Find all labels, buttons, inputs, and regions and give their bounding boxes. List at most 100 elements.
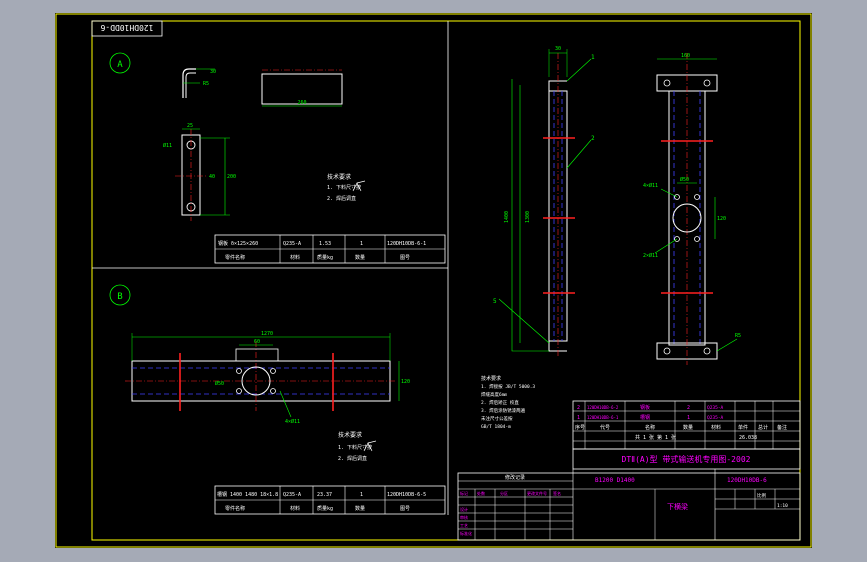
- tb-bom-cell: 2: [577, 405, 580, 411]
- part-b-view: B 1270 60 120 4×Ø11 Ø50 技术要求 1. 下料尺寸按 2.…: [109, 284, 446, 515]
- tb-bom-cell: 1: [577, 415, 580, 421]
- asm-note: 1. 焊接按 JB/T 5000.3: [481, 383, 535, 390]
- tb-bom-header: 序号: [575, 424, 585, 431]
- tb-sign: 签名: [553, 490, 561, 496]
- tb-bom-header: 名称: [645, 424, 655, 431]
- cad-drawing-canvas: 120DH10DD-6 A R5 30 260 200 25 Ø11 40: [55, 13, 812, 548]
- part-a-label: A: [117, 60, 123, 70]
- tb-part-name: 下横梁: [667, 502, 688, 511]
- tb-role: 标准化: [460, 530, 472, 536]
- part-b-bom-cell: 120DH10DB-6-5: [387, 492, 426, 498]
- tb-bom-cell: 钢板: [640, 404, 650, 411]
- part-b-bom-cell: 数量: [355, 505, 365, 512]
- asm-dim-botr: R5: [735, 333, 741, 339]
- tb-bom-header: 数量: [683, 424, 693, 431]
- tb-scale: 1:10: [777, 503, 788, 509]
- asm-dim-center: Ø50: [680, 176, 689, 183]
- part-a-dim-w1: 25: [187, 123, 193, 129]
- part-a-dim-plate: 260: [297, 100, 306, 106]
- part-a-bom-cell: 数量: [355, 254, 365, 261]
- asm-dim-topw: 160: [681, 53, 690, 59]
- tb-title: DTⅡ(A)型 带式输送机专用图-2002: [622, 454, 751, 464]
- part-b-bom-cell: 质量kg: [317, 505, 333, 512]
- part-a-view: A R5 30 260 200 25 Ø11 40 技术要求 1. 下料尺寸按 …: [109, 52, 446, 264]
- asm-dim-right: 120: [717, 216, 726, 222]
- part-a-tech-title: 技术要求: [327, 173, 351, 181]
- part-b-tech-2: 2. 焊后调直: [338, 455, 367, 462]
- code-box: [91, 20, 163, 37]
- part-a-dim-small: 30: [210, 69, 216, 75]
- part-b-bom-cell: Q235-A: [283, 492, 301, 498]
- asm-callout-2: 2: [591, 135, 595, 142]
- part-b-dim-h: 120: [401, 379, 410, 385]
- part-a-bom-cell: 材料: [290, 254, 300, 261]
- part-a-bom: 钢板 δ×125×260 Q235-A 1.53 1 120DH10DB-6-1…: [214, 234, 446, 264]
- tb-bom-cell: 120DH10DB-6-1: [587, 415, 619, 420]
- tb-drawing-no: 120DH10DB-6: [727, 477, 767, 484]
- part-a-dim-hole: Ø11: [163, 142, 172, 149]
- part-b-dim-hole: 4×Ø11: [285, 418, 300, 425]
- tb-bom-header: 单件: [738, 424, 748, 431]
- asm-note: 技术要求: [481, 375, 501, 382]
- asm-note: GB/T 1804-m: [481, 424, 511, 430]
- tb-bom-cell: 1: [687, 415, 690, 421]
- tb-bom-header: 备注: [777, 424, 787, 431]
- part-a-bom-cell: 120DH10DB-6-1: [387, 241, 426, 247]
- part-b-tech-1: 1. 下料尺寸按: [338, 444, 372, 451]
- part-b-bom: 槽钢 1400 1480 18×1.8 Q235-A 23.37 1 120DH…: [214, 485, 446, 515]
- tb-bom-cell: Q235-A: [707, 405, 724, 411]
- part-a-dim-r: R5: [203, 81, 209, 87]
- tb-sheet: 共 1 张 第 1 张: [635, 434, 676, 441]
- part-a-bom-cell: 质量kg: [317, 254, 333, 261]
- part-a-tech-2: 2. 焊后调直: [327, 195, 356, 202]
- assembly-view: 30 1400 1300 1 2 5 160 Ø50 4×Ø11: [481, 46, 741, 430]
- part-b-dim-length: 1270: [261, 331, 273, 337]
- tb-bom-cell: Q235-A: [707, 415, 724, 421]
- part-a-bom-cell: 钢板 δ×125×260: [218, 240, 258, 247]
- tb-sign: 更改文件号: [527, 490, 547, 496]
- part-b-tech-title: 技术要求: [338, 431, 362, 439]
- tb-bom-header: 材料: [711, 424, 721, 431]
- part-a-bom-cell: 1.53: [319, 241, 331, 247]
- title-block: 2 120DH10DB-6-2 钢板 2 Q235-A 1 120DH10DB-…: [457, 400, 801, 541]
- asm-note: 3. 焊后涂防锈漆两遍: [481, 407, 526, 414]
- part-a-dim-height: 200: [227, 174, 236, 180]
- asm-dim-bothole: 2×Ø11: [643, 252, 658, 259]
- outer-frame: [55, 13, 812, 548]
- part-b-bom-cell: 1: [360, 492, 363, 498]
- tb-sign: 标记: [460, 490, 468, 496]
- asm-dim-height: 1400: [504, 211, 510, 223]
- part-a-bom-cell: Q235-A: [283, 241, 301, 247]
- tb-sign: 处数: [477, 490, 485, 496]
- tb-role: 审核: [460, 514, 468, 520]
- inner-frame: [91, 20, 801, 541]
- part-a-bom-cell: 零件名称: [225, 254, 245, 261]
- cad-sheet: 120DH10DD-6 A R5 30 260 200 25 Ø11 40: [55, 13, 812, 548]
- tb-bom-cell: 槽钢: [640, 414, 650, 421]
- part-b-label: B: [117, 292, 122, 302]
- part-b-dim-center: Ø50: [215, 380, 224, 387]
- asm-callout-5: 5: [493, 298, 497, 305]
- part-b-dim-spacing: 60: [254, 339, 260, 345]
- tb-bom-cell: 2: [687, 405, 690, 411]
- asm-note: 未注尺寸公差按: [481, 415, 513, 422]
- tb-bom-header: 总计: [758, 424, 768, 431]
- part-a-dim-w2: 40: [209, 174, 215, 180]
- code-rotated: 120DH10DD-6: [100, 23, 153, 32]
- tb-change-title: 修改记录: [505, 474, 525, 481]
- tb-spec: B1200 D1400: [595, 477, 635, 484]
- part-b-bom-cell: 23.37: [317, 492, 332, 498]
- tb-scale-label: 比例: [757, 492, 766, 499]
- tb-role: 工艺: [460, 523, 468, 528]
- asm-note: 焊缝高度6mm: [481, 391, 507, 398]
- tb-sign: 分区: [500, 490, 508, 496]
- part-a-bom-cell: 1: [360, 241, 363, 247]
- part-a-bom-cell: 图号: [400, 255, 410, 261]
- asm-dim-top: 30: [555, 46, 561, 52]
- tb-role: 设计: [460, 506, 468, 512]
- asm-dim-inner: 1300: [525, 211, 531, 223]
- asm-callout-1: 1: [591, 54, 595, 61]
- part-b-bom-cell: 材料: [290, 505, 300, 512]
- part-b-bom-cell: 图号: [400, 506, 410, 512]
- asm-dim-sidehole: 4×Ø11: [643, 182, 658, 189]
